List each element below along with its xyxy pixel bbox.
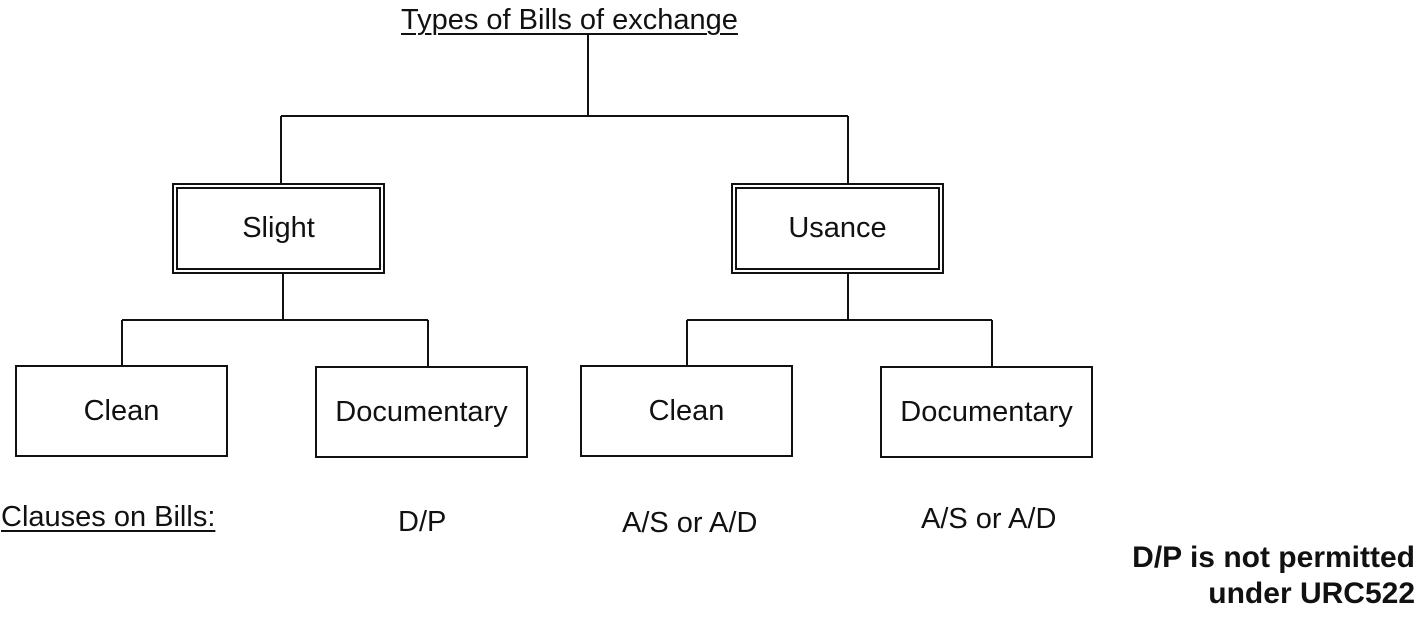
clause-slight-documentary: D/P	[398, 506, 447, 538]
node-slight-clean: Clean	[15, 365, 228, 457]
node-usance-label: Usance	[788, 212, 887, 244]
urc522-note-line2: under URC522	[1208, 577, 1415, 610]
node-usance: Usance	[731, 183, 944, 274]
node-slight-documentary: Documentary	[315, 366, 528, 458]
node-slight-clean-label: Clean	[83, 394, 160, 427]
node-usance-clean: Clean	[580, 365, 793, 457]
node-usance-documentary-label: Documentary	[900, 395, 1073, 428]
node-usance-clean-label: Clean	[648, 394, 725, 427]
node-usance-documentary: Documentary	[880, 366, 1093, 458]
clause-usance-documentary: A/S or A/D	[921, 503, 1057, 535]
urc522-note: D/P is not permitted under URC522	[1132, 540, 1415, 612]
clauses-heading: Clauses on Bills:	[1, 501, 216, 533]
diagram-title: Types of Bills of exchange	[401, 4, 738, 36]
clause-usance-clean: A/S or A/D	[622, 507, 758, 539]
node-slight-documentary-label: Documentary	[335, 395, 508, 428]
node-slight-label: Slight	[242, 212, 315, 244]
node-slight: Slight	[172, 183, 385, 274]
urc522-note-line1: D/P is not permitted	[1132, 541, 1415, 574]
